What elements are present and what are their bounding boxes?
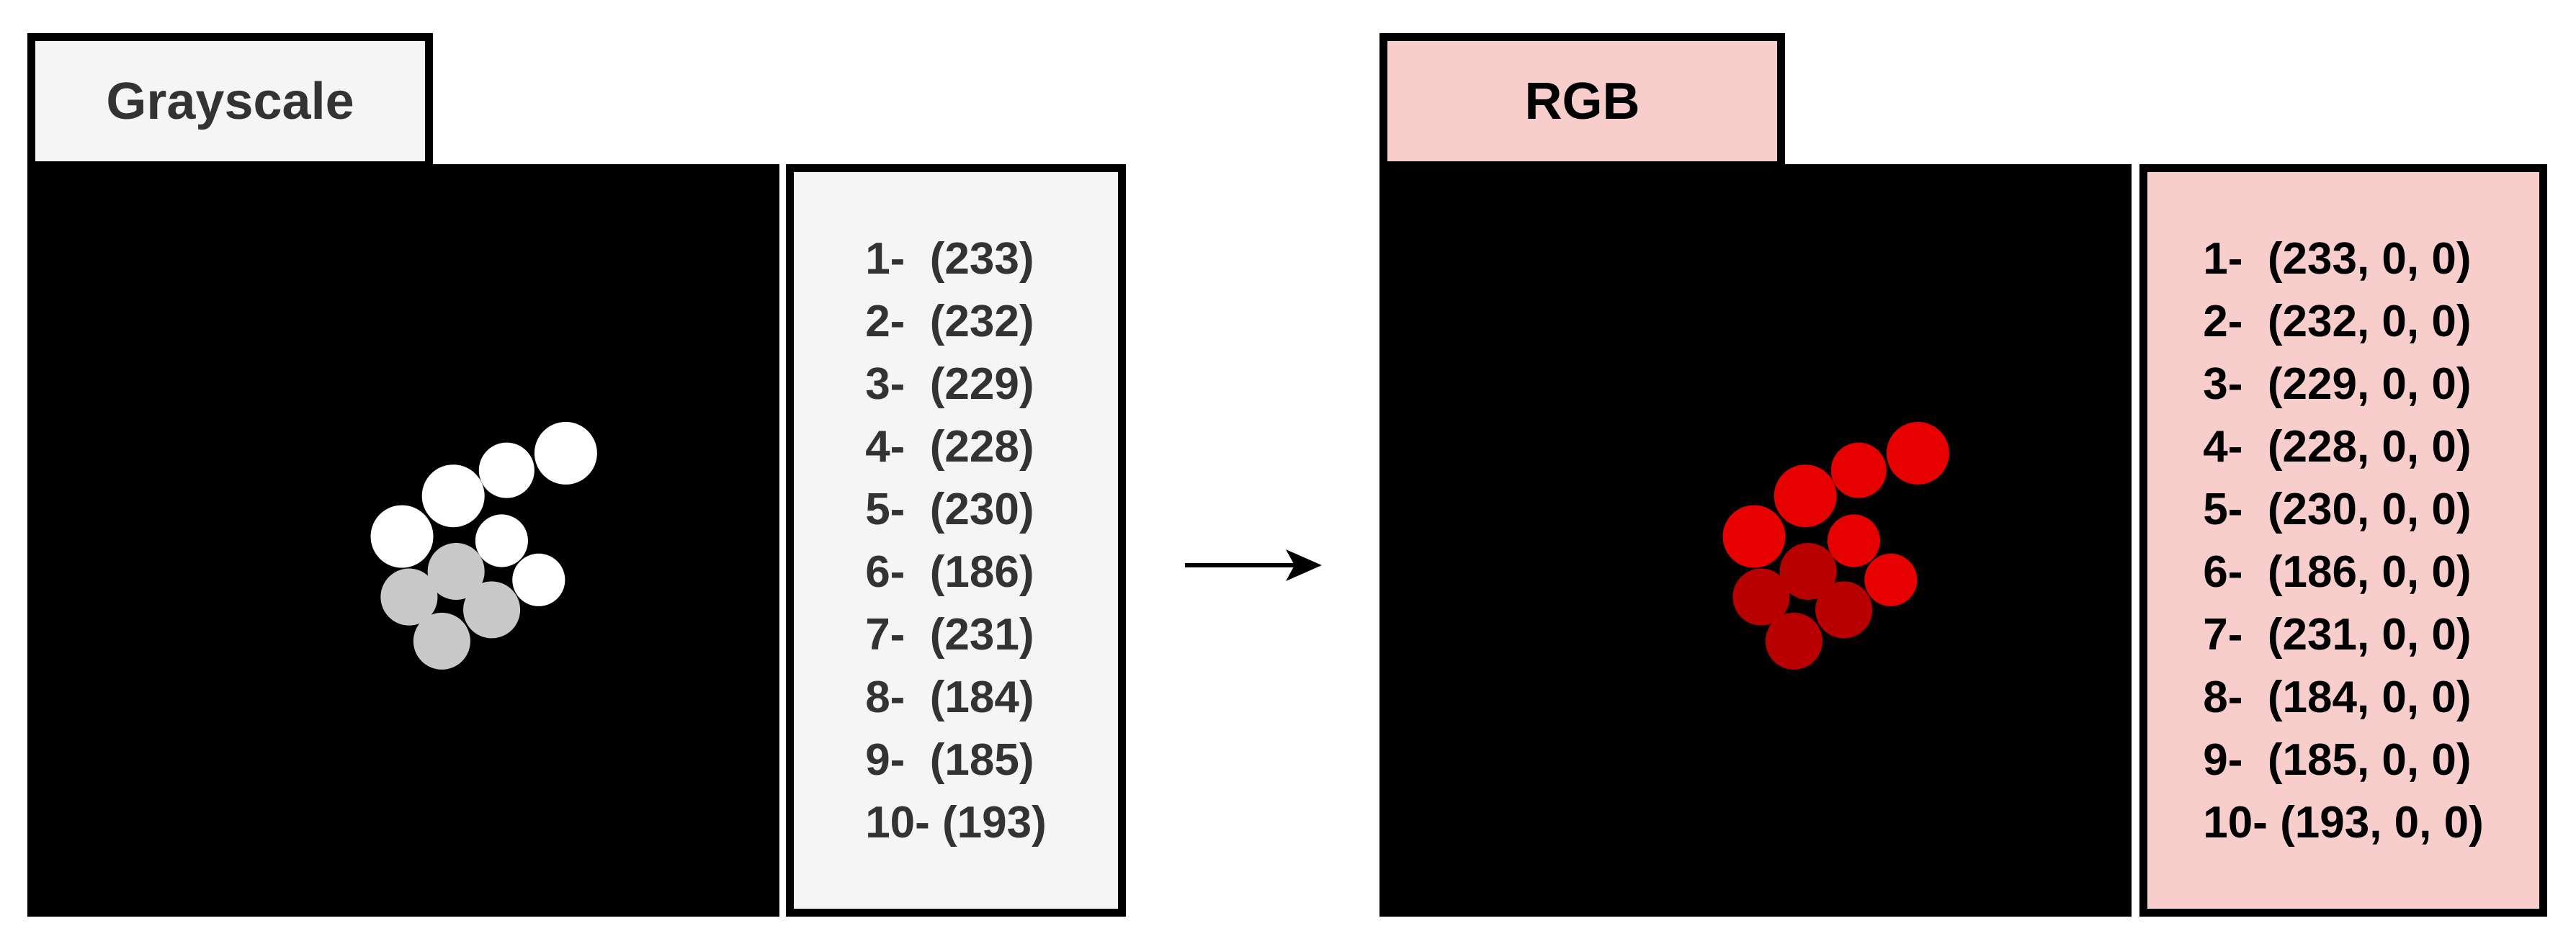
gray-circle: [380, 568, 438, 626]
gray-circle: [370, 505, 434, 568]
red-circle: [1815, 581, 1873, 639]
grayscale-value: 1- (233): [865, 233, 1034, 284]
rgb-image: [1379, 164, 2132, 917]
rgb-value: 3- (229, 0, 0): [2203, 359, 2472, 409]
grayscale-value: 7- (231): [865, 609, 1034, 660]
grayscale-value: 2- (232): [865, 296, 1034, 346]
red-circle: [1886, 421, 1949, 485]
grayscale-circles: [370, 421, 597, 670]
red-circle: [1827, 514, 1880, 567]
grayscale-values-panel: 1- (233) 2- (232) 3- (229) 4- (228) 5- (…: [786, 164, 1126, 917]
grayscale-value: 3- (229): [865, 359, 1034, 409]
grayscale-value: 10- (193): [865, 797, 1047, 848]
red-circle: [1722, 505, 1786, 568]
rgb-circles: [1722, 421, 1949, 670]
right-arrow-icon: [1185, 549, 1322, 581]
rgb-value: 4- (228, 0, 0): [2203, 421, 2472, 472]
gray-circle: [463, 581, 521, 639]
rgb-value: 7- (231, 0, 0): [2203, 609, 2472, 660]
rgb-value: 10- (193, 0, 0): [2203, 797, 2484, 848]
gray-circle: [475, 514, 528, 567]
grayscale-value: 8- (184): [865, 672, 1034, 722]
rgb-value: 8- (184, 0, 0): [2203, 672, 2472, 722]
red-circle: [1732, 568, 1790, 626]
rgb-value: 6- (186, 0, 0): [2203, 547, 2472, 597]
rgb-tab: RGB: [1379, 33, 1785, 169]
red-circle: [1765, 612, 1823, 670]
rgb-value: 5- (230, 0, 0): [2203, 484, 2472, 534]
gray-circle: [421, 464, 485, 528]
grayscale-tab-label: Grayscale: [106, 72, 354, 130]
grayscale-value: 5- (230): [865, 484, 1034, 534]
gray-circle: [512, 553, 565, 606]
red-circle: [1864, 553, 1918, 606]
gray-circle: [427, 542, 485, 601]
rgb-tab-label: RGB: [1524, 72, 1640, 130]
gray-circle: [413, 612, 470, 670]
rgb-value: 9- (185, 0, 0): [2203, 734, 2472, 785]
gray-circle: [478, 442, 535, 498]
red-circle: [1774, 464, 1837, 528]
rgb-value: 1- (233, 0, 0): [2203, 233, 2472, 284]
rgb-value: 2- (232, 0, 0): [2203, 296, 2472, 346]
grayscale-value: 9- (185): [865, 734, 1034, 785]
grayscale-tab: Grayscale: [27, 33, 433, 169]
red-circle: [1830, 442, 1887, 498]
gray-circle: [534, 421, 597, 485]
grayscale-value: 6- (186): [865, 547, 1034, 597]
grayscale-value: 4- (228): [865, 421, 1034, 472]
red-circle: [1779, 542, 1837, 601]
rgb-values-panel: 1- (233, 0, 0) 2- (232, 0, 0) 3- (229, 0…: [2139, 164, 2547, 917]
grayscale-image: [27, 164, 779, 917]
